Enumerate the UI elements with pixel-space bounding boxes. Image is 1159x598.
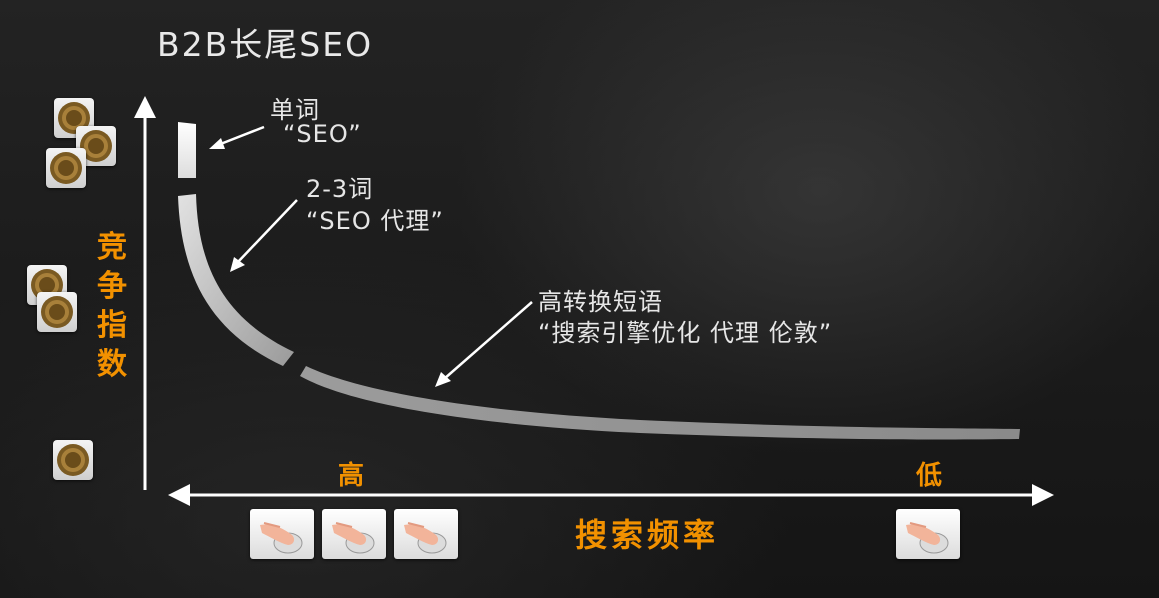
- annotation-single-word-line2: “SEO”: [283, 120, 362, 148]
- y-axis-label: 竞争指数: [97, 230, 127, 382]
- coin-icon: [54, 98, 94, 138]
- annotation-single-word-line1: 单词: [270, 96, 320, 124]
- annotation-long-tail-line2: “搜索引擎优化 代理 伦敦”: [538, 319, 833, 347]
- mouse-click-hand-icon: [322, 509, 386, 559]
- pointer-arrowhead-two-three-words: [230, 257, 245, 272]
- annotation-two-three-words-line1: 2-3词: [306, 175, 374, 203]
- mouse-click-hand-icon: [896, 509, 960, 559]
- curve-segment-long-tail: [300, 366, 1020, 440]
- diagram-title: B2B长尾SEO: [157, 25, 374, 64]
- x-axis-right-arrowhead: [1032, 484, 1054, 506]
- pointer-arrowhead-long-tail: [435, 372, 451, 387]
- x-axis-high-label: 高: [338, 461, 365, 491]
- curve-segment-head: [178, 122, 196, 178]
- pointer-arrowhead-single-word: [209, 138, 225, 149]
- pointer-arrow-two-three-words: [236, 199, 298, 264]
- pointer-arrow-long-tail: [443, 301, 533, 380]
- x-axis-low-label: 低: [916, 461, 943, 491]
- pointer-arrow-single-word: [217, 125, 265, 147]
- mouse-click-hand-icon: [250, 509, 314, 559]
- x-axis-label: 搜索频率: [575, 516, 720, 554]
- coin-icon: [46, 148, 86, 188]
- coin-icon: [53, 440, 93, 480]
- mouse-click-hand-icon: [394, 509, 458, 559]
- annotation-two-three-words-line2: “SEO 代理”: [306, 207, 444, 235]
- x-axis-left-arrowhead: [168, 484, 190, 506]
- y-axis-arrowhead: [134, 96, 156, 118]
- coin-icon: [37, 292, 77, 332]
- curve-segment-middle: [178, 194, 294, 366]
- annotation-long-tail-line1: 高转换短语: [538, 288, 663, 316]
